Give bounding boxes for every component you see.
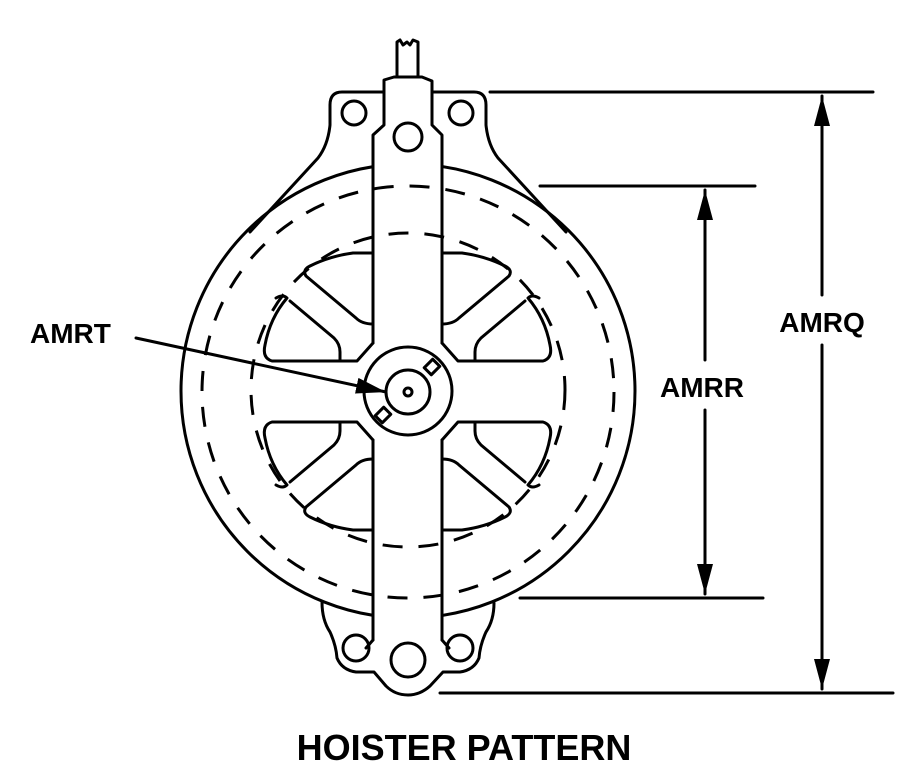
drive-shaft — [395, 38, 420, 79]
spoke-windows-quadrant-lr — [440, 420, 553, 532]
drum-hidden-outer-circle — [200, 184, 616, 600]
bottom-mount-plate — [320, 600, 496, 697]
leader-amrt: AMRT — [30, 318, 388, 394]
bottom-right-bolt-hole — [445, 633, 475, 663]
spoke-windows-quadrant-ll — [262, 420, 375, 532]
vertical-arm — [371, 75, 444, 642]
bottom-left-bolt-hole — [341, 633, 371, 663]
label-amrq: AMRQ — [779, 307, 865, 338]
bottom-center-hole — [389, 641, 427, 679]
diagram-title: HOISTER PATTERN — [297, 727, 632, 768]
top-left-bolt-hole — [340, 99, 368, 127]
drum-hidden-inner-circle — [249, 231, 567, 549]
top-center-hole — [392, 121, 424, 153]
label-amrr: AMRR — [660, 372, 744, 403]
spoke-windows-quadrant — [262, 251, 375, 363]
dimension-amrr: AMRR — [518, 184, 765, 600]
label-amrt: AMRT — [30, 318, 111, 349]
spoke-windows-quadrant-ur — [440, 251, 553, 363]
dimension-amrq: AMRQ — [438, 90, 895, 695]
top-right-bolt-hole — [447, 99, 475, 127]
top-mount-plate — [248, 90, 568, 234]
